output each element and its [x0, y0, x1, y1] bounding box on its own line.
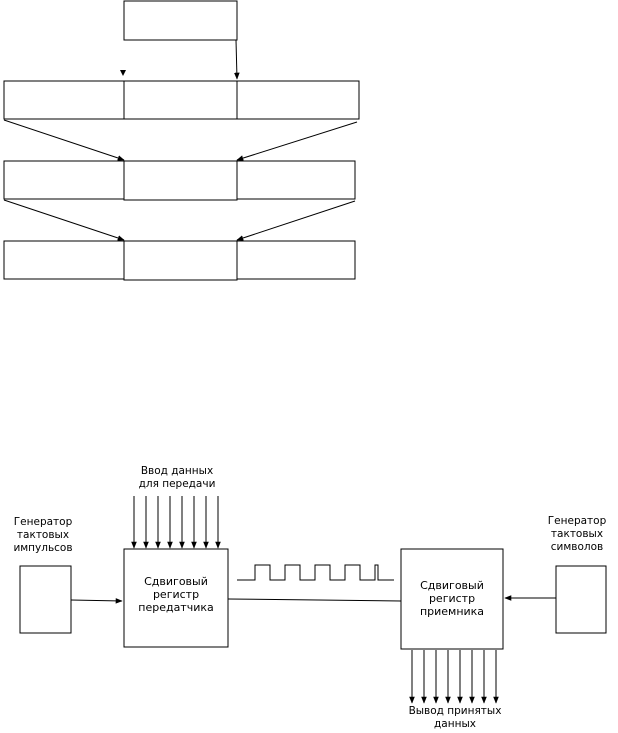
rx-clock-generator-box — [555, 565, 607, 634]
row2-left-box — [3, 160, 125, 200]
tx-clock-generator-box — [19, 565, 72, 634]
clock-pulse-waveform — [237, 564, 394, 581]
tx-clock-label-line3: импульсов — [13, 542, 72, 554]
serial-link-line — [227, 598, 402, 602]
data-output-label-line1: Вывод принятых — [409, 705, 502, 717]
rx-register-label-line3: приемника — [420, 605, 484, 618]
rx-clock-label-line3: символов — [551, 541, 603, 553]
rx-clock-label-line1: Генератор — [548, 515, 607, 527]
data-input-arrows — [131, 496, 221, 549]
row-2-boxes — [3, 160, 356, 201]
arrow-row2-left-to-row3 — [3, 199, 125, 241]
arrow-row2-right-to-row3 — [236, 200, 356, 241]
data-output-label-line2: данных — [434, 718, 476, 730]
arrow-row1-right-to-row2 — [236, 121, 358, 161]
tx-register-label-line3: передатчика — [138, 601, 214, 614]
rx-clock-label-line2: тактовых — [551, 528, 603, 540]
small-triangle-marker — [120, 70, 126, 76]
row2-right-box — [236, 160, 356, 200]
row-3-boxes — [3, 240, 356, 281]
top-block-diagram — [3, 0, 360, 281]
data-input-label-line2: для передачи — [139, 478, 216, 490]
row1-left-box — [3, 80, 125, 120]
arrow-row1-left-to-row2 — [3, 119, 125, 161]
tx-clock-arrow — [70, 598, 123, 604]
rx-register-label-line1: Сдвиговый — [420, 579, 484, 592]
arrow-top-to-row1 — [234, 39, 240, 80]
tx-shift-register-box — [123, 548, 229, 648]
row-1-boxes — [3, 80, 360, 120]
row1-right-box — [236, 80, 360, 120]
row2-center-box — [123, 160, 238, 201]
tx-register-label-line1: Сдвиговый — [144, 575, 208, 588]
serial-transmission-diagram: Ввод данных для передачи Генератор такто… — [13, 465, 606, 730]
top-single-box — [123, 0, 238, 41]
row3-center-box — [123, 240, 238, 281]
rx-shift-register-box — [400, 548, 504, 650]
row3-right-box — [236, 240, 356, 280]
row1-center-box — [123, 80, 238, 120]
data-output-arrows — [409, 650, 499, 704]
row3-left-box — [3, 240, 125, 280]
tx-register-label-line2: регистр — [153, 588, 199, 601]
tx-clock-label-line1: Генератор — [14, 516, 73, 528]
tx-clock-label-line2: тактовых — [17, 529, 69, 541]
data-input-label-line1: Ввод данных — [141, 465, 213, 477]
rx-register-label-line2: регистр — [429, 592, 475, 605]
